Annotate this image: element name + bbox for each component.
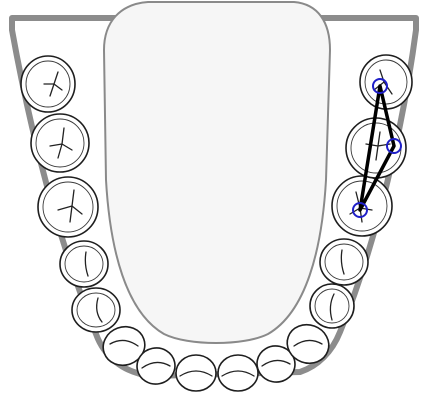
left-second-molar: [31, 114, 89, 172]
left-first-premolar: [72, 288, 120, 332]
left-first-molar: [38, 177, 98, 237]
right-second-premolar: [320, 239, 368, 285]
left-central-incisor: [176, 355, 216, 391]
right-central-incisor: [218, 355, 258, 391]
left-third-molar: [21, 56, 75, 112]
right-second-molar: [346, 118, 406, 178]
left-second-premolar: [60, 241, 108, 287]
right-first-premolar: [310, 284, 354, 328]
palate-region: [104, 2, 330, 343]
